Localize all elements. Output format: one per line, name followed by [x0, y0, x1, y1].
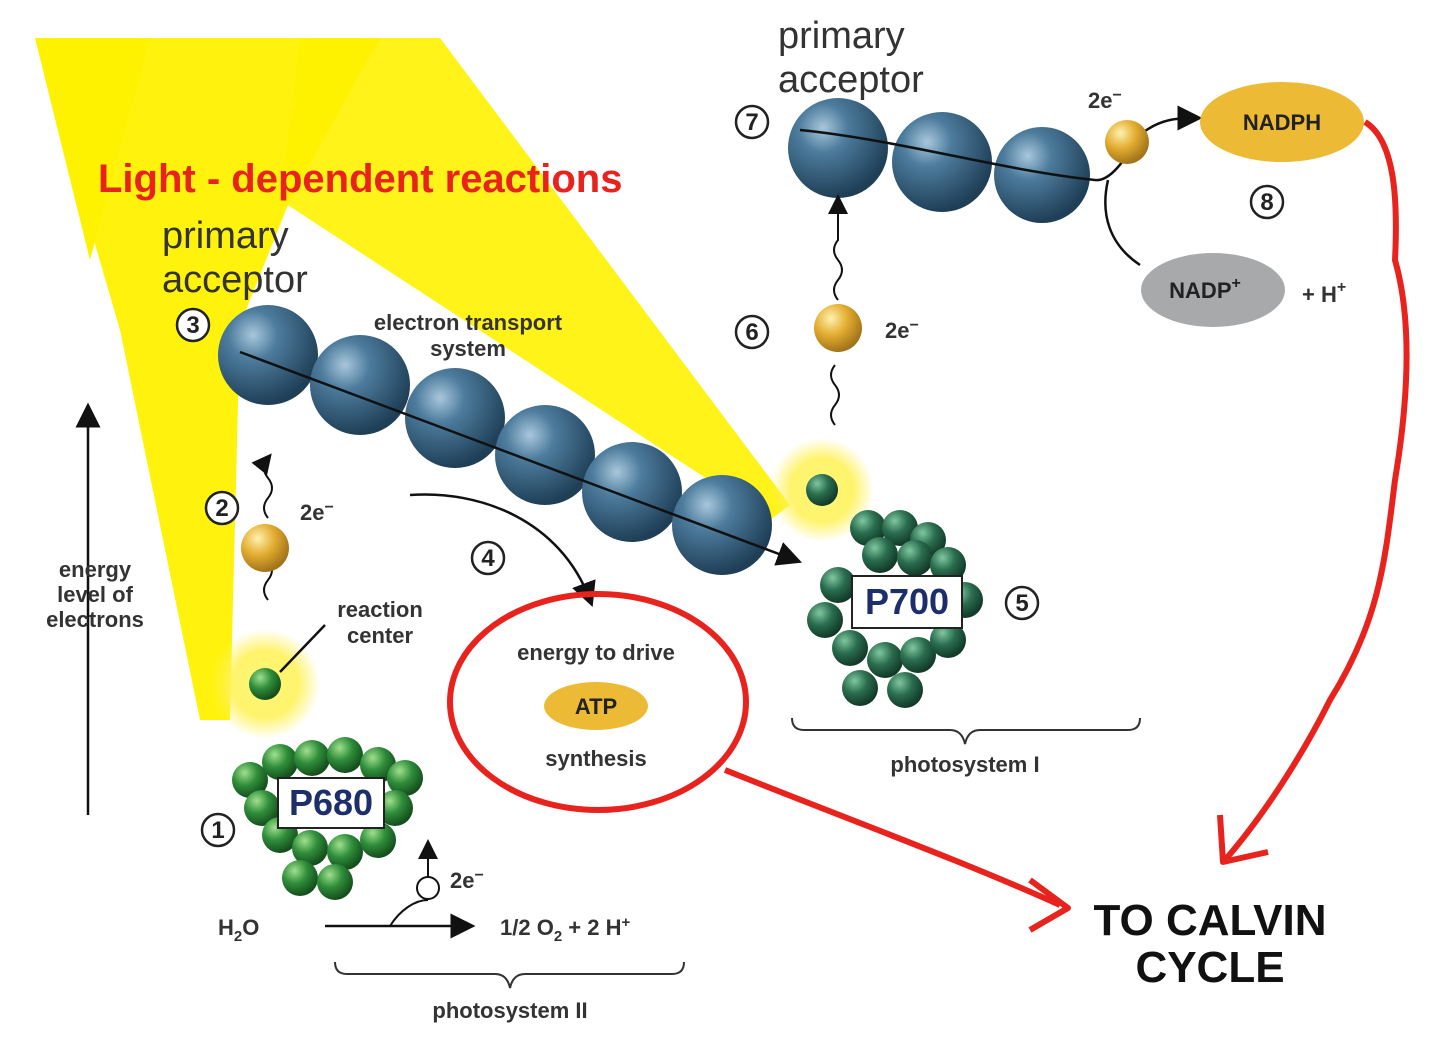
water-products-label: 1/2 O2 + 2 H+ [500, 914, 630, 945]
svg-text:2: 2 [215, 495, 228, 522]
p680-label: P680 [289, 782, 373, 823]
primary-acceptor-label-ps2-line2: acceptor [162, 259, 308, 301]
reaction-center-label: reaction [337, 597, 423, 622]
p700-label: P700 [865, 581, 949, 622]
ps2-electron-path [241, 453, 289, 601]
svg-text:5: 5 [1015, 590, 1028, 617]
water-splitting [325, 839, 476, 939]
ps1-electron-path [814, 194, 862, 426]
nadph-label: NADPH [1243, 110, 1321, 135]
primary-acceptor-label-ps1-line2: acceptor [778, 59, 924, 101]
atp-label: ATP [575, 694, 617, 719]
nadp-badge [1141, 253, 1285, 327]
calvin-cycle-label-line2: CYCLE [1135, 943, 1284, 992]
step-number-6: 6 [734, 314, 770, 350]
p700-cluster [807, 510, 983, 708]
electron-label-step6: 2e− [885, 317, 919, 343]
reaction-center-label-line2: center [347, 623, 413, 648]
ps1-acceptor-chain [788, 98, 1203, 267]
electron-transport-chain [218, 305, 803, 575]
atp-energy-arrow [409, 493, 596, 608]
step-number-3: 3 [175, 307, 211, 343]
ps1-reaction-center [770, 438, 874, 542]
diagram-title: Light - dependent reactions [98, 157, 622, 201]
svg-text:8: 8 [1260, 189, 1273, 216]
p680-cluster [232, 737, 423, 900]
step-number-1: 1 [200, 812, 236, 848]
step-number-4: 4 [470, 540, 506, 576]
energy-to-drive-label: energy to drive [517, 640, 675, 665]
svg-text:3: 3 [186, 312, 199, 339]
svg-text:4: 4 [481, 545, 495, 572]
electron-label-step2: 2e− [300, 499, 334, 525]
step-number-7: 7 [734, 104, 770, 140]
synthesis-label: synthesis [545, 746, 647, 771]
electron-label-top: 2e− [1088, 87, 1122, 113]
step-number-8: 8 [1249, 184, 1285, 220]
ets-label-line2: system [430, 336, 506, 361]
atp-badge [544, 682, 648, 730]
ets-label: electron transport [374, 310, 563, 335]
ps2-reaction-center [210, 624, 326, 739]
svg-text:1: 1 [211, 817, 224, 844]
nadp-label: NADP+ [1169, 275, 1241, 303]
photosystem-i-brace [791, 717, 1141, 745]
nadph-badge [1200, 82, 1364, 162]
atp-highlight-circle [447, 591, 749, 813]
step-number-5: 5 [1004, 585, 1040, 621]
water-electron-label: 2e− [450, 867, 484, 893]
sunlight-beams [35, 38, 790, 720]
energy-level-label-line3: electrons [46, 607, 144, 632]
energy-level-label: energy [59, 557, 132, 582]
plus-h-label: + H+ [1302, 279, 1346, 307]
calvin-arrows [723, 119, 1410, 933]
photosystem-i-label: photosystem I [890, 752, 1039, 777]
primary-acceptor-label-ps2: primary [162, 215, 289, 257]
photosystem-ii-brace [334, 961, 685, 989]
energy-level-label-line2: level of [57, 582, 133, 607]
svg-text:7: 7 [745, 109, 758, 136]
calvin-cycle-label: TO CALVIN [1093, 896, 1326, 945]
svg-text:6: 6 [745, 319, 758, 346]
primary-acceptor-label-ps1: primary [778, 15, 905, 57]
photosystem-ii-label: photosystem II [432, 998, 587, 1023]
water-label: H2O [218, 915, 259, 945]
step-number-2: 2 [204, 490, 240, 526]
